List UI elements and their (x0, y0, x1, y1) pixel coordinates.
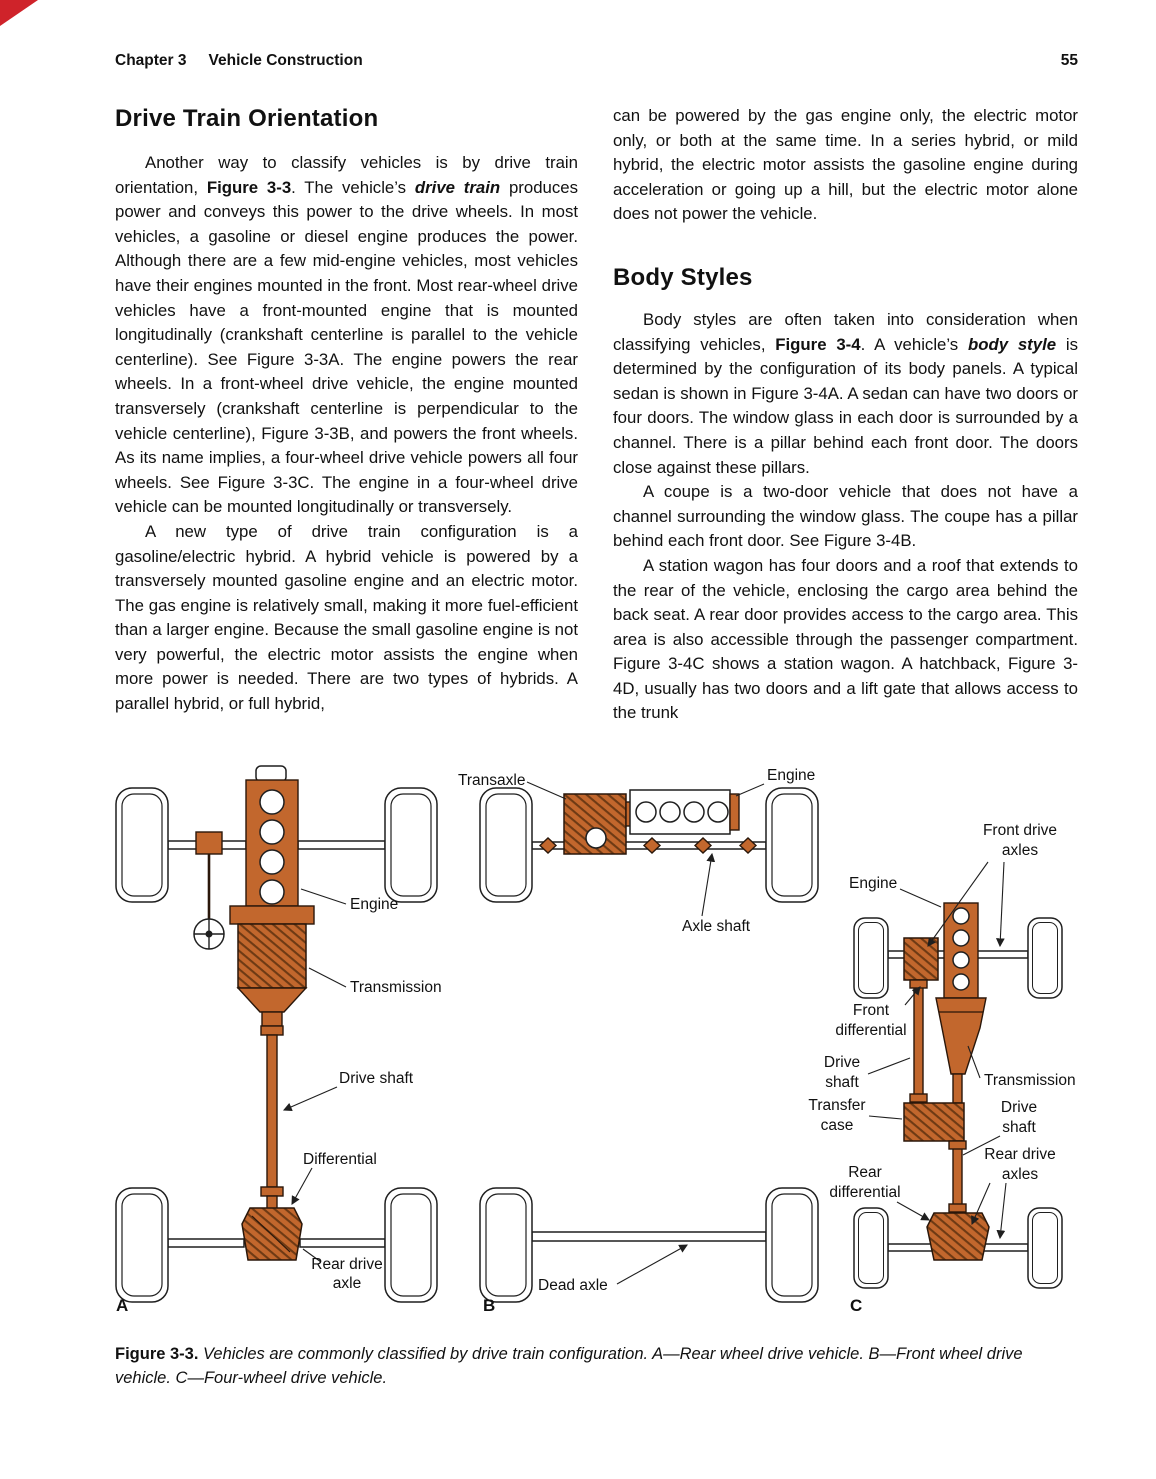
transmission-c (935, 997, 987, 1075)
section-heading-drive-train: Drive Train Orientation (115, 105, 379, 132)
text-run: Another way to classify vehicles is by d… (115, 153, 578, 197)
transaxle (563, 793, 627, 855)
label-transfer-case-line1: Transfer (808, 1097, 865, 1114)
wheel-icon (765, 787, 819, 903)
figure-3-3: Engine Transmission Drive shaft Differen… (0, 758, 1156, 1330)
label-drive-shaft-front-line1: Drive (824, 1054, 860, 1071)
front-differential (903, 937, 939, 981)
rear-differential (926, 1212, 990, 1261)
leader-lines-c (867, 861, 1007, 1240)
label-rear-drive-axles-line1: Rear drive (984, 1146, 1056, 1163)
chapter-title: Vehicle Construction (208, 52, 363, 69)
wheel-icon (115, 1187, 169, 1303)
label-engine-a: Engine (350, 896, 398, 913)
wheel-icon (384, 787, 438, 903)
wheel-icon (479, 1187, 533, 1303)
label-front-differential-line2: differential (835, 1022, 906, 1039)
steering-assembly (193, 831, 225, 950)
diagram-c-four-wheel-drive: Front drive axles Engine Front different… (808, 822, 1075, 1315)
paragraph-drive-train-2: A new type of drive train configuration … (115, 521, 578, 714)
figure-caption-label: Figure 3-3. (115, 1345, 199, 1363)
text-run: Body styles are often taken into conside… (613, 309, 1078, 354)
wheel-icon (479, 787, 533, 903)
transmission (229, 905, 315, 1027)
wheel-icon (115, 787, 169, 903)
text-run: produces power and conveys this power to… (115, 177, 578, 517)
section-heading-body-styles: Body Styles (613, 263, 753, 291)
wheel-icon (853, 917, 889, 999)
page-corner-accent (0, 0, 38, 26)
label-front-drive-axles-line1: Front drive (983, 822, 1057, 839)
label-transmission-a: Transmission (350, 979, 442, 996)
figure-reference: Figure 3-4 (775, 334, 861, 354)
running-header-left: Chapter 3 Vehicle Construction (115, 52, 363, 69)
drive-train-diagrams: Engine Transmission Drive shaft Differen… (115, 765, 1076, 1315)
label-axle-shaft: Axle shaft (682, 918, 751, 935)
label-transmission-c: Transmission (984, 1072, 1076, 1089)
differential (241, 1207, 303, 1261)
engine-transverse (625, 789, 740, 835)
label-drive-shaft-a: Drive shaft (339, 1070, 414, 1087)
key-term: drive train (414, 177, 501, 197)
text-run: is determined by the configuration of it… (613, 334, 1079, 477)
wheel-icon (384, 1187, 438, 1303)
label-rear-differential-line1: Rear (848, 1164, 882, 1181)
leader-lines-b (526, 781, 765, 1285)
wheel-icon (1027, 1207, 1063, 1289)
paragraph-body-styles-3: A station wagon has four doors and a roo… (613, 555, 1078, 723)
label-drive-shaft-rear-line2: shaft (1002, 1119, 1036, 1136)
diagram-letter-c: C (850, 1296, 862, 1315)
label-rear-drive-axle-line1: Rear drive (311, 1256, 383, 1273)
label-engine-c: Engine (849, 875, 897, 892)
label-rear-differential-line2: differential (829, 1184, 900, 1201)
engine-longitudinal (943, 902, 979, 999)
label-transfer-case-line2: case (821, 1117, 854, 1134)
label-front-drive-axles-line2: axles (1002, 842, 1038, 859)
transfer-case (903, 1073, 965, 1142)
diagram-a-rear-wheel-drive: Engine Transmission Drive shaft Differen… (115, 765, 442, 1315)
right-column: can be powered by the gas engine only, t… (613, 104, 1078, 726)
wheel-icon (853, 1207, 889, 1289)
diagram-letter-a: A (116, 1296, 128, 1315)
paragraph-drive-train-1: Another way to classify vehicles is by d… (115, 151, 578, 520)
paragraph-body-styles-2: A coupe is a two-door vehicle that does … (613, 482, 1078, 551)
left-column: Drive Train Orientation Another way to c… (115, 104, 578, 717)
paragraph-body-styles-1: Body styles are often taken into conside… (613, 308, 1078, 480)
drive-shaft (260, 1025, 284, 1211)
text-run: . The vehicle’s (291, 177, 415, 197)
label-front-differential-line1: Front (853, 1002, 890, 1019)
paragraph-hybrid-continued: can be powered by the gas engine only, t… (613, 106, 1078, 224)
wheel-icon (1027, 917, 1063, 999)
figure-caption-text: Vehicles are commonly classified by driv… (115, 1345, 1023, 1387)
label-drive-shaft-rear-line1: Drive (1001, 1099, 1037, 1116)
diagram-b-front-wheel-drive: Transaxle Engine Axle shaft Dead axle B (458, 767, 819, 1315)
leader-lines-a (282, 888, 347, 1263)
label-differential-a: Differential (303, 1151, 377, 1168)
chapter-label: Chapter 3 (115, 52, 187, 69)
rear-axle-c (887, 1212, 1029, 1261)
engine-block (245, 765, 299, 907)
text-run: . A vehicle’s (860, 334, 968, 354)
rear-drive-shaft (948, 1140, 967, 1214)
front-drive-shaft (909, 979, 928, 1104)
front-axle-shafts (531, 837, 767, 854)
label-rear-drive-axles-line2: axles (1002, 1166, 1038, 1183)
diagram-letter-b: B (483, 1296, 495, 1315)
wheel-icon (765, 1187, 819, 1303)
running-header: Chapter 3 Vehicle Construction 55 (115, 52, 1078, 69)
figure-reference: Figure 3-3 (206, 177, 292, 197)
label-drive-shaft-front-line2: shaft (825, 1074, 859, 1091)
rear-axle (167, 1207, 386, 1261)
page-number: 55 (1060, 52, 1078, 69)
label-engine-b: Engine (767, 767, 815, 784)
label-rear-drive-axle-line2: axle (333, 1275, 361, 1292)
label-dead-axle: Dead axle (538, 1277, 608, 1294)
dead-axle (531, 1231, 767, 1242)
key-term: body style (967, 334, 1057, 354)
figure-caption: Figure 3-3. Vehicles are commonly classi… (115, 1342, 1073, 1390)
label-transaxle: Transaxle (458, 772, 525, 789)
